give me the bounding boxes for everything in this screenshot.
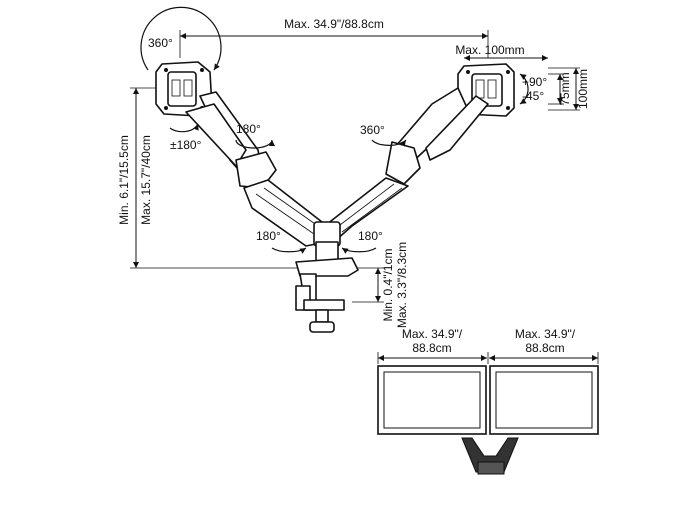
base-right-label: 180° <box>358 229 383 243</box>
clamp-min-label: Min. 0.4"/1cm <box>381 249 395 322</box>
left-monitor <box>377 365 487 435</box>
vesa-100-label: 100mm <box>576 69 590 109</box>
right-rotate-label: 360° <box>360 123 385 137</box>
left-monitor-label-line2: 88.8cm <box>412 341 451 355</box>
clamp-dimension: Min. 0.4"/1cm Max. 3.3"/8.3cm <box>352 242 409 328</box>
left-tilt-label: ±180° <box>170 138 202 152</box>
max-reach-dimension: Max. 34.9"/88.8cm <box>179 17 489 58</box>
base-right-arrow: 180° <box>341 229 383 254</box>
max-reach-label: Max. 34.9"/88.8cm <box>284 17 384 31</box>
height-min-label: Min. 6.1"/15.5cm <box>117 135 131 225</box>
monitor-width-labels: Max. 34.9"/ 88.8cm Max. 34.9"/ 88.8cm <box>377 327 599 364</box>
height-dimension: Min. 6.1"/15.5cm Max. 15.7"/40cm <box>117 87 300 269</box>
left-vesa-plate <box>155 61 213 117</box>
left-monitor-label-line1: Max. 34.9"/ <box>402 327 463 341</box>
left-tilt-arrow: ±180° <box>169 123 202 152</box>
base-left-label: 180° <box>256 229 281 243</box>
left-swivel-arrow: 180° <box>235 122 275 149</box>
left-swivel-label: 180° <box>236 122 261 136</box>
vesa-dimension: Max. 100mm 75mm 100mm <box>455 43 590 111</box>
tilt-down-label: -45° <box>522 89 544 103</box>
right-monitor-label-line1: Max. 34.9"/ <box>515 327 576 341</box>
left-rotate-arc: 360° <box>140 6 222 71</box>
right-arm <box>321 87 489 241</box>
stand-top-view <box>461 437 519 475</box>
right-monitor-label-line2: 88.8cm <box>525 341 564 355</box>
base-left-arrow: 180° <box>256 229 307 254</box>
left-rotate-label: 360° <box>148 36 173 50</box>
center-pole <box>295 221 359 333</box>
tilt-up-label: +90° <box>522 75 547 89</box>
max-vesa-label: Max. 100mm <box>455 43 524 57</box>
right-tilt-arc: +90° -45° <box>519 73 547 105</box>
right-rotate-arrow: 360° <box>360 123 407 147</box>
vesa-75-label: 75mm <box>558 72 572 105</box>
height-max-label: Max. 15.7"/40cm <box>139 135 153 225</box>
right-monitor <box>489 365 599 435</box>
clamp-max-label: Max. 3.3"/8.3cm <box>395 242 409 328</box>
left-arm <box>185 91 327 247</box>
